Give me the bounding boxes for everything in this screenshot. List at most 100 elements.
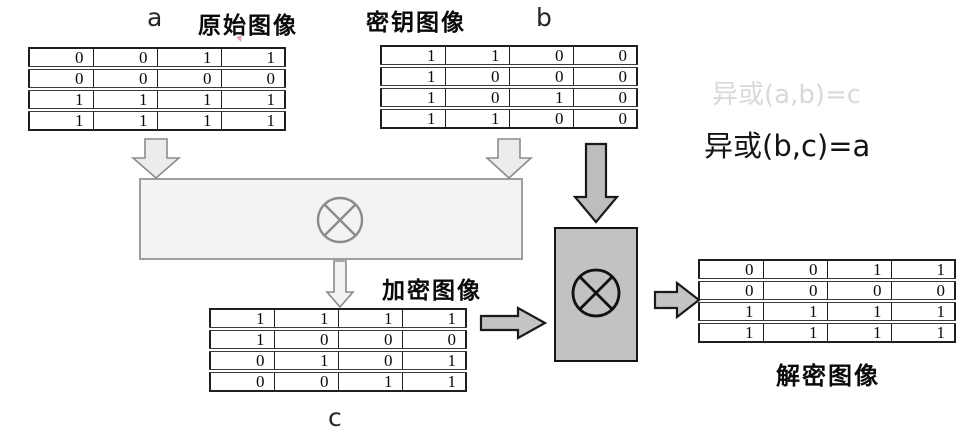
- matrix-cell: 0: [762, 260, 827, 280]
- matrix-cell: 1: [826, 299, 891, 322]
- matrix-cell: 0: [572, 64, 637, 87]
- matrix-cell: 0: [92, 66, 157, 89]
- matrix-cell: 1: [156, 48, 221, 68]
- matrix-cell: 1: [92, 108, 157, 130]
- xor-ab-equation: 异或(a,b)=c: [712, 80, 862, 110]
- matrix-cell: 1: [890, 320, 955, 342]
- matrix-cell: 1: [29, 87, 93, 110]
- matrix-cell: 0: [572, 46, 637, 66]
- matrix-cell: 1: [156, 87, 221, 110]
- matrix-cell: 1: [826, 260, 891, 280]
- matrix-cell: 1: [762, 299, 827, 322]
- arrow-b-to-encrypt: [484, 138, 534, 180]
- matrix-cell: 1: [220, 108, 285, 130]
- matrix-cell: 0: [745, 260, 754, 279]
- matrix-cell: 0: [337, 327, 402, 350]
- matrix-cell: 0: [220, 66, 285, 89]
- arrow-c-to-decrypt: [479, 306, 548, 340]
- matrix-cell: 1: [699, 320, 763, 342]
- matrix-cell: 0: [508, 106, 573, 128]
- encrypt-xor-box: [139, 178, 523, 260]
- matrix-cell: 0: [508, 64, 573, 87]
- matrix-cell: 1: [427, 46, 436, 65]
- matrix-cell: 1: [337, 309, 402, 329]
- matrix-cell: 1: [381, 85, 445, 108]
- arrow-a-to-encrypt: [130, 138, 182, 180]
- matrix-cell: 0: [210, 369, 274, 391]
- matrix-a-label: a: [147, 3, 163, 32]
- matrix-cell: 1: [156, 108, 221, 130]
- matrix-cell: 1: [210, 327, 274, 350]
- matrix-cell: 1: [337, 369, 402, 391]
- matrix-cell: 1: [92, 87, 157, 110]
- arrow-decrypt-to-output: [653, 280, 701, 320]
- matrix-cell: 1: [29, 108, 93, 130]
- matrix-cell: 1: [381, 64, 445, 87]
- decrypted-image-label: 解密图像: [776, 362, 880, 390]
- matrix-cell: 1: [762, 320, 827, 342]
- matrix-cell: 0: [156, 66, 221, 89]
- matrix-cell: 0: [890, 278, 955, 301]
- matrix-cell: 1: [256, 309, 265, 328]
- matrix-cell: 1: [220, 48, 285, 68]
- matrix-cell: 1: [444, 46, 509, 66]
- matrix-cell: 0: [337, 348, 402, 371]
- matrix-cell: 1: [381, 106, 445, 128]
- encrypted-image-label: 加密图像: [382, 278, 482, 304]
- matrix-cell: 0: [444, 64, 509, 87]
- matrix-cell: 1: [401, 348, 466, 371]
- matrix-cell: 0: [92, 48, 157, 68]
- arrow-b-to-decrypt: [572, 142, 620, 224]
- matrix-cell: 0: [826, 278, 891, 301]
- matrix-cell: 0: [29, 66, 93, 89]
- matrix-cell: 1: [890, 299, 955, 322]
- matrix-cell: 0: [210, 348, 274, 371]
- matrix-cell: 1: [401, 369, 466, 391]
- matrix-cell: 0: [444, 85, 509, 108]
- matrix-cell: 1: [273, 348, 338, 371]
- matrix-cell: 1: [401, 309, 466, 329]
- matrix-cell: 1: [890, 260, 955, 280]
- matrix-cell: 1: [508, 85, 573, 108]
- matrix-cell: 0: [699, 278, 763, 301]
- key-image-label: 密钥图像: [366, 10, 466, 36]
- matrix-c-label: c: [328, 403, 342, 432]
- matrix-cell: 0: [572, 85, 637, 108]
- matrix-cell: 0: [273, 369, 338, 391]
- matrix-cell: 0: [401, 327, 466, 350]
- matrix-cell: 1: [444, 106, 509, 128]
- arrow-encrypt-to-c: [325, 260, 355, 309]
- original-image-label: 原始图像: [198, 13, 298, 39]
- matrix-cell: 0: [75, 48, 84, 67]
- matrix-cell: 0: [273, 327, 338, 350]
- matrix-cell: 1: [826, 320, 891, 342]
- matrix-cell: 1: [273, 309, 338, 329]
- xor-bc-equation: 异或(b,c)=a: [704, 129, 871, 163]
- matrix-b-label: b: [536, 3, 552, 32]
- decrypt-xor-box: [554, 227, 638, 362]
- matrix-cell: 0: [508, 46, 573, 66]
- matrix-cell: 1: [699, 299, 763, 322]
- matrix-cell: 1: [220, 87, 285, 110]
- matrix-cell: 0: [572, 106, 637, 128]
